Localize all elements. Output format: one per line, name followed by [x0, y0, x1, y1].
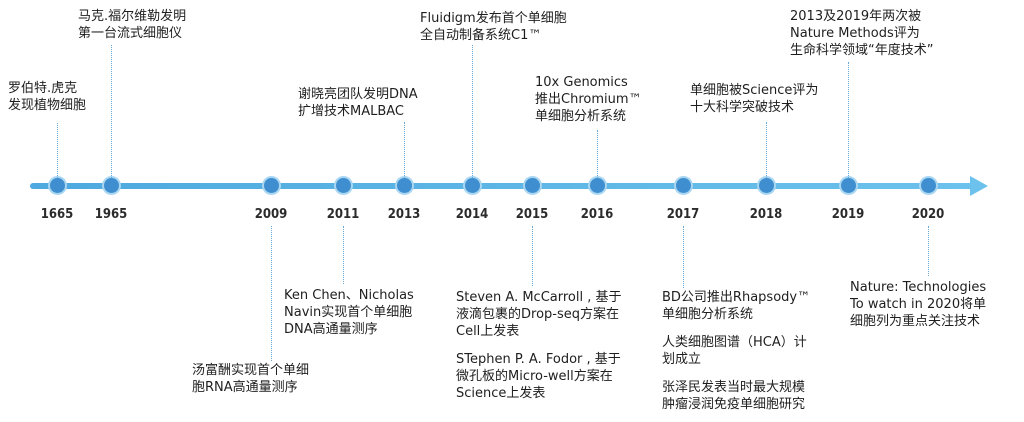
leader-2017	[683, 226, 684, 288]
event-2020-line-2: To watch in 2020将单	[850, 297, 987, 312]
event-2016: 10x Genomics 推出Chromium™ 单细胞分析系统	[535, 74, 642, 125]
event-2011: Ken Chen、Nicholas Navin实现首个单细胞 DNA高通量测序	[284, 287, 414, 338]
event-2019-line-3: 生命科学领域“年度技术”	[790, 43, 934, 58]
node-2009	[264, 178, 279, 193]
leader-2020	[928, 226, 929, 276]
event-2015-a-line-2: 液滴包裹的Drop-seq方案在	[456, 307, 619, 322]
event-2016-line-3: 单细胞分析系统	[535, 109, 627, 124]
event-2017-a-line-1: BD公司推出Rhapsody™	[662, 290, 811, 305]
event-2019-line-1: 2013及2019年两次被	[790, 9, 922, 24]
node-2015	[525, 178, 540, 193]
node-2014	[465, 178, 480, 193]
year-2011: 2011	[326, 207, 360, 222]
event-1665: 罗伯特.虎克 发现植物细胞	[8, 80, 86, 114]
year-1665: 1665	[40, 207, 74, 222]
timeline-arrowhead	[970, 176, 988, 196]
leader-2015	[532, 226, 533, 286]
year-2018: 2018	[749, 207, 783, 222]
node-2013	[397, 178, 412, 193]
event-1965: 马克.福尔维勒发明 第一台流式细胞仪	[78, 8, 186, 42]
year-2019: 2019	[831, 207, 865, 222]
leader-2016	[597, 130, 598, 178]
node-2018	[759, 178, 774, 193]
event-2009: 汤富酬实现首个单细 胞RNA高通量测序	[192, 362, 309, 396]
event-2011-line-3: DNA高通量测序	[284, 322, 378, 337]
year-2015: 2015	[515, 207, 549, 222]
event-2011-line-2: Navin实现首个单细胞	[284, 305, 413, 320]
event-2017-b-line-1: 人类细胞图谱（HCA）计	[662, 335, 807, 350]
event-2020: Nature: Technologies To watch in 2020将单 …	[850, 279, 986, 330]
event-2017-c-line-2: 肿瘤浸润免疫单细胞研究	[662, 397, 806, 412]
event-2016-line-2: 推出Chromium™	[535, 92, 642, 107]
year-2009: 2009	[254, 207, 288, 222]
event-2015-a: Steven A. McCarroll , 基于 液滴包裹的Drop-seq方案…	[456, 289, 622, 340]
event-2009-line-1: 汤富酬实现首个单细	[192, 363, 310, 378]
event-2018-line-1: 单细胞被Science评为	[690, 83, 819, 98]
event-2018: 单细胞被Science评为 十大科学突破技术	[690, 82, 818, 116]
event-2017-b: 人类细胞图谱（HCA）计 划成立	[662, 334, 807, 368]
event-2014: Fluidigm发布首个单细胞 全自动制备系统C1™	[420, 10, 567, 44]
node-2017	[676, 178, 691, 193]
leader-2009	[271, 226, 272, 361]
leader-1665	[57, 123, 58, 178]
event-2015-b-line-3: Science上发表	[456, 386, 546, 401]
event-2015-b-line-1: STephen P. A. Fodor , 基于	[456, 352, 621, 367]
year-2016: 2016	[580, 207, 614, 222]
leader-2013	[404, 122, 405, 178]
leader-2011	[343, 226, 344, 284]
event-1665-line-1: 罗伯特.虎克	[8, 81, 78, 96]
node-1965	[104, 178, 119, 193]
event-2013: 谢晓亮团队发明DNA 扩增技术MALBAC	[298, 86, 418, 120]
event-2017-c-line-1: 张泽民发表当时最大规模	[662, 380, 806, 395]
node-2019	[841, 178, 856, 193]
node-1665	[50, 178, 65, 193]
event-2015-b: STephen P. A. Fodor , 基于 微孔板的Micro-well方…	[456, 351, 621, 402]
year-2017: 2017	[666, 207, 700, 222]
leader-2019	[848, 62, 849, 178]
node-2016	[590, 178, 605, 193]
leader-1965	[111, 45, 112, 178]
event-2014-line-2: 全自动制备系统C1™	[420, 28, 542, 43]
year-1965: 1965	[94, 207, 128, 222]
timeline-axis	[30, 183, 975, 189]
event-2009-line-2: 胞RNA高通量测序	[192, 380, 298, 395]
node-2020	[921, 178, 936, 193]
event-2013-line-1: 谢晓亮团队发明DNA	[298, 87, 418, 102]
node-2011	[336, 178, 351, 193]
event-2017-a: BD公司推出Rhapsody™ 单细胞分析系统	[662, 289, 810, 323]
event-2017-a-line-2: 单细胞分析系统	[662, 307, 754, 322]
event-2018-line-2: 十大科学突破技术	[690, 100, 795, 115]
leader-2018	[766, 122, 767, 178]
event-1965-line-1: 马克.福尔维勒发明	[78, 9, 187, 24]
event-2015-a-line-3: Cell上发表	[456, 324, 520, 339]
event-2015-a-line-1: Steven A. McCarroll , 基于	[456, 290, 622, 305]
event-1665-line-2: 发现植物细胞	[8, 98, 87, 113]
leader-2014	[472, 45, 473, 178]
year-2020: 2020	[911, 207, 945, 222]
event-2020-line-3: 细胞列为重点关注技术	[850, 314, 981, 329]
year-2014: 2014	[455, 207, 489, 222]
event-2020-line-1: Nature: Technologies	[850, 280, 987, 295]
event-2013-line-2: 扩增技术MALBAC	[298, 104, 405, 119]
event-2019: 2013及2019年两次被 Nature Methods评为 生命科学领域“年度…	[790, 8, 933, 59]
event-2016-line-1: 10x Genomics	[535, 75, 628, 90]
event-2011-line-1: Ken Chen、Nicholas	[284, 288, 414, 303]
event-2015-b-line-2: 微孔板的Micro-well方案在	[456, 369, 613, 384]
event-1965-line-2: 第一台流式细胞仪	[78, 26, 183, 41]
event-2017-b-line-2: 划成立	[662, 352, 702, 367]
event-2019-line-2: Nature Methods评为	[790, 26, 920, 41]
event-2014-line-1: Fluidigm发布首个单细胞	[420, 11, 567, 26]
event-2017-c: 张泽民发表当时最大规模 肿瘤浸润免疫单细胞研究	[662, 379, 805, 413]
year-2013: 2013	[387, 207, 421, 222]
